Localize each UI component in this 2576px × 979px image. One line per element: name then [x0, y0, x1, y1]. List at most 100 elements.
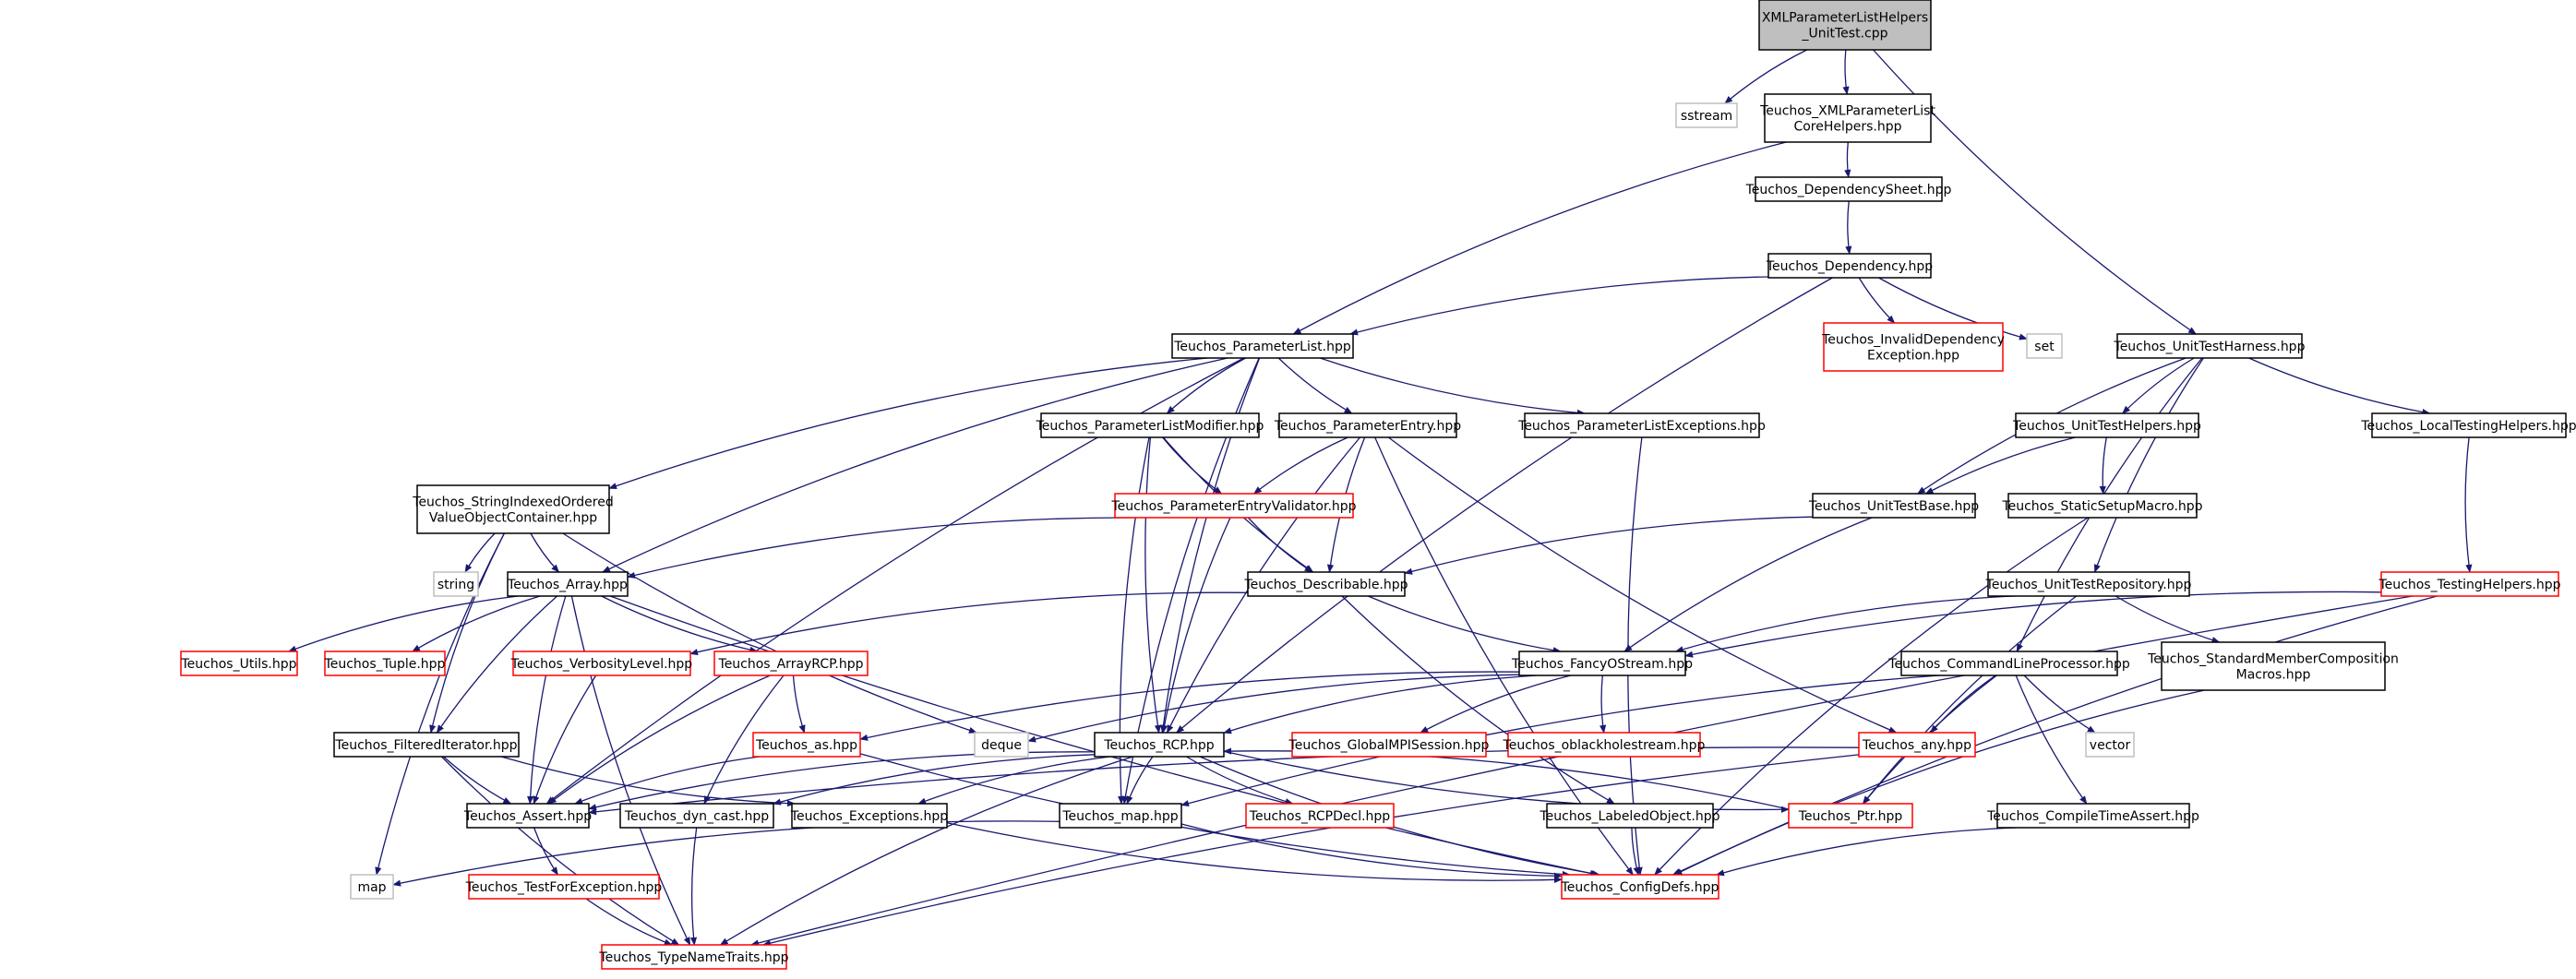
node-label: Teuchos_TestingHelpers.hpp [2378, 578, 2561, 592]
node-configdefs[interactable]: Teuchos_ConfigDefs.hpp [1561, 874, 1719, 900]
edge-filtered-to-assert [443, 756, 512, 805]
node-label: Teuchos_ConfigDefs.hpp [1561, 880, 1719, 895]
edge-dependency-to-paramlist [1349, 276, 1769, 336]
node-dyncast[interactable]: Teuchos_dyn_cast.hpp [619, 803, 774, 829]
node-pevalidator[interactable]: Teuchos_ParameterEntryValidator.hpp [1110, 493, 1357, 519]
node-testinghelpers[interactable]: Teuchos_TestingHelpers.hpp [2378, 571, 2561, 597]
edge-rcp-to-ptr [1223, 750, 1790, 813]
node-stdmember[interactable]: Teuchos_StandardMemberCompositionMacros.… [2147, 641, 2399, 691]
node-rcp[interactable]: Teuchos_RCP.hpp [1094, 732, 1225, 758]
node-box-depsheet [1755, 176, 1943, 202]
node-unittestharness[interactable]: Teuchos_UnitTestHarness.hpp [2114, 333, 2306, 359]
edge-describable-to-fancyostream [1367, 595, 1562, 654]
node-tuple[interactable]: Teuchos_Tuple.hpp [324, 651, 446, 676]
node-cmdline[interactable]: Teuchos_CommandLineProcessor.hpp [1887, 651, 2130, 676]
node-unittesthelpers[interactable]: Teuchos_UnitTestHelpers.hpp [2012, 412, 2201, 438]
node-map_hpp[interactable]: Teuchos_map.hpp [1059, 803, 1182, 829]
node-box-testforexc [468, 874, 660, 900]
edge-dependency-to-rcp [1176, 277, 1833, 734]
node-box-localtesting [2371, 412, 2567, 438]
node-box-set [2026, 333, 2063, 359]
node-depsheet[interactable]: Teuchos_DependencySheet.hpp [1745, 176, 1952, 202]
node-as[interactable]: Teuchos_as.hpp [752, 732, 861, 758]
node-box-compiletime [1996, 803, 2190, 829]
edge-rcp-to-assert [588, 751, 1096, 811]
node-box-map_hpp [1059, 803, 1182, 829]
node-box-typenametraits [601, 944, 787, 970]
node-box-unittestharness [2116, 333, 2303, 359]
node-oblackhole[interactable]: Teuchos_oblackholestream.hpp [1503, 732, 1706, 758]
edge-fancyostream-to-globalmpi [1420, 675, 1572, 734]
node-paramlist[interactable]: Teuchos_ParameterList.hpp [1171, 333, 1354, 359]
node-box-unittesthelpers [2015, 412, 2199, 438]
node-assert[interactable]: Teuchos_Assert.hpp [463, 803, 592, 829]
node-label: Teuchos_RCP.hpp [1103, 738, 1214, 753]
node-globalmpi[interactable]: Teuchos_GlobalMPISession.hpp [1288, 732, 1490, 758]
node-array[interactable]: Teuchos_Array.hpp [507, 571, 629, 597]
edge-describable-to-verbosity [689, 591, 1249, 656]
edge-array-to-arrayrcp [601, 595, 759, 653]
node-dependency[interactable]: Teuchos_Dependency.hpp [1766, 253, 1933, 279]
node-describable[interactable]: Teuchos_Describable.hpp [1243, 571, 1408, 597]
node-arrayrcp[interactable]: Teuchos_ArrayRCP.hpp [713, 651, 869, 676]
edge-plmodifier-to-rcp [1144, 436, 1161, 734]
node-label: Teuchos_LabeledObject.hpp [1539, 809, 1719, 824]
node-plexceptions[interactable]: Teuchos_ParameterListExceptions.hpp [1517, 412, 1766, 438]
node-box-rcp [1094, 732, 1225, 758]
node-plmodifier[interactable]: Teuchos_ParameterListModifier.hpp [1036, 412, 1264, 438]
node-staticsetup[interactable]: Teuchos_StaticSetupMacro.hpp [2001, 493, 2203, 519]
node-ptr[interactable]: Teuchos_Ptr.hpp [1788, 803, 1913, 829]
node-labeled[interactable]: Teuchos_LabeledObject.hpp [1539, 803, 1720, 829]
node-label: deque [981, 738, 1022, 753]
edge-paramlist-to-plmodifier [1166, 357, 1246, 414]
node-exceptions[interactable]: Teuchos_Exceptions.hpp [790, 803, 948, 829]
edge-paramentry-to-pevalidator [1252, 436, 1348, 495]
node-sioc[interactable]: Teuchos_StringIndexedOrderedValueObjectC… [412, 484, 614, 534]
node-verbosity[interactable]: Teuchos_VerbosityLevel.hpp [510, 651, 693, 676]
node-label: CoreHelpers.hpp [1793, 120, 1901, 135]
edge-sioc-to-string [464, 532, 496, 573]
node-label: map [357, 880, 386, 895]
node-rcpdecl[interactable]: Teuchos_RCPDecl.hpp [1245, 803, 1395, 829]
edge-root-to-unittestharness [1873, 49, 2197, 335]
edge-depsheet-to-dependency [1845, 200, 1852, 255]
node-label: Teuchos_Tuple.hpp [324, 657, 446, 672]
node-label: ValueObjectContainer.hpp [429, 511, 597, 526]
node-label: Teuchos_dyn_cast.hpp [624, 809, 769, 824]
edge-rcp-to-rcpdecl [1186, 756, 1294, 806]
node-vector: vector [2085, 732, 2135, 758]
edge-as-to-assert [574, 756, 761, 805]
node-root[interactable]: XMLParameterListHelpers_UnitTest.cpp [1758, 0, 1932, 51]
node-label: Teuchos_oblackholestream.hpp [1503, 738, 1706, 753]
node-filtered[interactable]: Teuchos_FilteredIterator.hpp [333, 732, 520, 758]
node-label: Teuchos_CompileTimeAssert.hpp [1986, 809, 2199, 824]
node-string: string [433, 571, 479, 597]
node-label: _UnitTest.cpp [1802, 27, 1888, 42]
edge-rcp-to-configdefs [1199, 756, 1600, 878]
edge-unittestharness-to-unittesthelpers [2122, 357, 2195, 414]
node-unittestbase[interactable]: Teuchos_UnitTestBase.hpp [1808, 493, 1979, 519]
edge-sioc-to-map [375, 532, 505, 876]
node-any[interactable]: Teuchos_any.hpp [1858, 732, 1976, 758]
edge-fancyostream-to-deque [1027, 674, 1520, 743]
node-label: set [2034, 340, 2055, 354]
node-label: Teuchos_Dependency.hpp [1766, 259, 1933, 274]
edge-assert-to-testforexc [533, 827, 558, 876]
node-compiletime[interactable]: Teuchos_CompileTimeAssert.hpp [1986, 803, 2199, 829]
node-localtesting[interactable]: Teuchos_LocalTestingHelpers.hpp [2360, 412, 2576, 438]
edge-filtered-to-typenametraits [440, 756, 680, 946]
edge-unittestharness-to-localtesting [2248, 357, 2431, 416]
node-typenametraits[interactable]: Teuchos_TypeNameTraits.hpp [598, 944, 789, 970]
node-label: Teuchos_StringIndexedOrdered [412, 495, 613, 510]
node-utils[interactable]: Teuchos_Utils.hpp [180, 651, 298, 676]
node-label: string [437, 578, 474, 592]
node-label: Teuchos_ParameterEntryValidator.hpp [1110, 499, 1356, 514]
node-label: Teuchos_DependencySheet.hpp [1745, 183, 1952, 197]
node-box-unittestrepo [1987, 571, 2190, 597]
node-testforexc[interactable]: Teuchos_TestForException.hpp [465, 874, 663, 900]
node-paramentry[interactable]: Teuchos_ParameterEntry.hpp [1274, 412, 1461, 438]
node-fancyostream[interactable]: Teuchos_FancyOStream.hpp [1511, 651, 1693, 676]
node-unittestrepo[interactable]: Teuchos_UnitTestRepository.hpp [1985, 571, 2192, 597]
